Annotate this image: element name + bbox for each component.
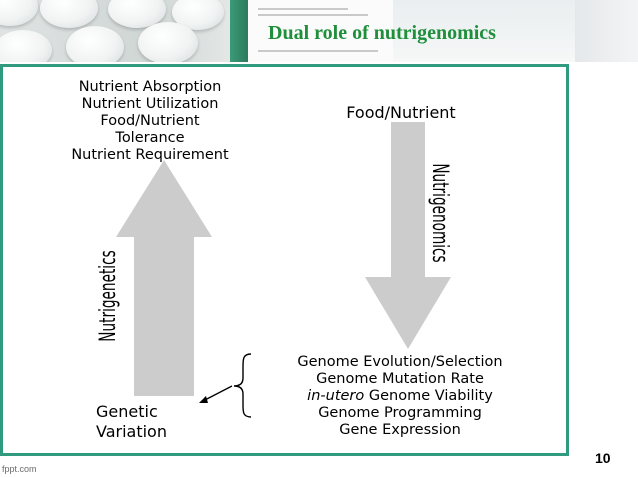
list-item-nutrient-utilization: Nutrient Utilization (82, 96, 219, 112)
curly-brace (233, 353, 252, 418)
side-decoration (575, 0, 638, 62)
nutrigenomics-diagram: Nutrient Absorption Nutrient Utilization… (71, 79, 502, 441)
genome-programming: Genome Programming (318, 405, 482, 421)
genome-mutation-rate: Genome Mutation Rate (316, 371, 484, 387)
genome-evolution-selection: Genome Evolution/Selection (297, 354, 502, 370)
list-item-nutrient-requirement: Nutrient Requirement (71, 147, 229, 163)
pill-icon (0, 30, 52, 62)
nutrigenomics-label: Nutrigenomics (427, 163, 452, 262)
footer-brand: fppt.com (2, 464, 37, 474)
list-item-tolerance: Tolerance (114, 130, 184, 146)
in-utero-genome-viability: in-utero Genome Viability (307, 388, 493, 404)
food-nutrient-label: Food/Nutrient (346, 103, 455, 122)
genetic-variation-line1: Genetic (96, 402, 158, 421)
list-item-nutrient-absorption: Nutrient Absorption (79, 79, 222, 95)
nutrigenetics-label: Nutrigenetics (96, 250, 121, 341)
pill-icon (138, 22, 198, 62)
pointer-arrowhead (199, 396, 208, 403)
page-number: 10 (595, 450, 611, 466)
pill-icon (66, 26, 124, 62)
header-banner-image: Dual role of nutrigenomics (0, 0, 638, 62)
up-arrow (116, 160, 212, 396)
slide-title: Dual role of nutrigenomics (268, 22, 496, 44)
figure-frame: Nutrient Absorption Nutrient Utilization… (0, 64, 569, 456)
genetic-variation-line2: Variation (96, 422, 167, 441)
gene-expression: Gene Expression (339, 422, 461, 438)
in-utero-italic: in-utero (307, 388, 364, 404)
pointer-arrow-line (202, 385, 233, 402)
down-arrow (365, 122, 451, 349)
list-item-food-nutrient: Food/Nutrient (100, 113, 199, 129)
medicine-box (230, 0, 248, 62)
genome-viability-text: Genome Viability (364, 388, 493, 404)
document-sheet (248, 0, 393, 62)
